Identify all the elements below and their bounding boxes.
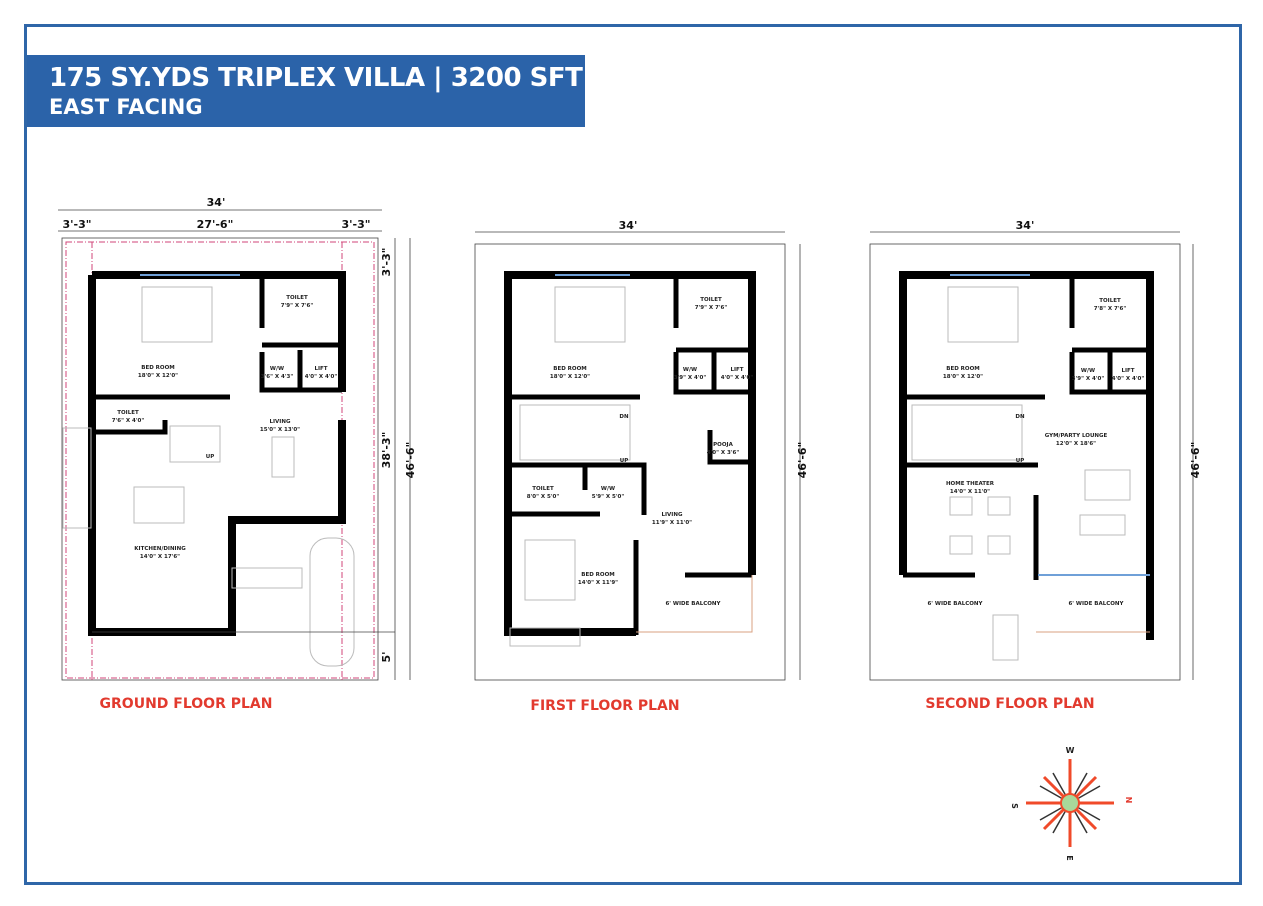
room-size: 8'0" X 5'0" [527, 494, 560, 500]
room-size: 7'8" X 7'6" [1094, 306, 1127, 312]
room-label: TOILET [532, 486, 554, 492]
room-label: UP [1016, 458, 1025, 464]
room-size: 4'0" X 3'6" [707, 450, 740, 456]
room-label: KITCHEN/DINING [134, 546, 186, 552]
room-size: 4'0" X 4'0" [721, 375, 754, 381]
room-label: BED ROOM [141, 365, 175, 371]
room-label: N [1124, 797, 1133, 804]
room-size: 7'6" X 4'0" [112, 418, 145, 424]
dim-left-setback: 3'-3" [63, 218, 92, 231]
room-label: 6' WIDE BALCONY [665, 601, 721, 607]
page-title: 175 SY.YDS TRIPLEX VILLA | 3200 SFT [49, 63, 583, 93]
dim-right-setback: 3'-3" [342, 218, 371, 231]
room-size: 12'0" X 18'6" [1056, 441, 1096, 447]
room-label: UP [620, 458, 629, 464]
room-size: 11'9" X 11'0" [652, 520, 692, 526]
room-label: 34' [1016, 219, 1035, 232]
room-label: E [1065, 855, 1074, 860]
room-label: LIVING [270, 419, 291, 425]
setback-line [65, 241, 375, 679]
room-size: 18'0" X 12'0" [550, 374, 590, 380]
second-floor-title: SECOND FLOOR PLAN [925, 696, 1094, 712]
room-size: 3'9" X 4'0" [1072, 376, 1105, 382]
room-label: 46'-6" [796, 442, 809, 479]
dim-width: 34' [207, 196, 226, 209]
room-size: 4'0" X 4'0" [1112, 376, 1145, 382]
room-label: 46'-6" [1189, 442, 1202, 479]
room-size: 7'9" X 7'6" [281, 303, 314, 309]
room-label: W [1066, 746, 1075, 755]
room-label: TOILET [117, 410, 139, 416]
room-label: LIFT [314, 366, 327, 372]
room-label: LIFT [730, 367, 743, 373]
room-label: LIFT [1121, 368, 1134, 374]
room-size: 5'9" X 5'0" [592, 494, 625, 500]
room-label: TOILET [286, 295, 308, 301]
page-border [24, 24, 1242, 885]
room-size: 18'0" X 12'0" [138, 373, 178, 379]
ground-floor-plan: 34' 3'-3" 27'-6" 3'-3" 3'-3" 38'-3" 5' 4… [58, 196, 417, 712]
room-label: UP [206, 454, 215, 460]
room-label: HOME THEATER [946, 481, 995, 487]
first-floor-title: FIRST FLOOR PLAN [530, 698, 679, 714]
room-size: 14'0" X 17'6" [140, 554, 180, 560]
room-label: POOJA [713, 442, 733, 448]
room-size: 15'0" X 13'0" [260, 427, 300, 433]
first-floor-plan: 34' 46'-6" TOILET 7'9" X 7'6" BED ROOM 18'… [474, 219, 809, 714]
car-icon [309, 537, 355, 667]
room-size: 3'9" X 4'0" [674, 375, 707, 381]
room-label: DN [1015, 414, 1025, 420]
title-banner: 175 SY.YDS TRIPLEX VILLA | 3200 SFT EAST… [27, 55, 585, 127]
room-size: 18'0" X 12'0" [943, 374, 983, 380]
page-subtitle: EAST FACING [49, 95, 203, 119]
dim-front: 5' [380, 651, 393, 662]
dim-inner: 27'-6" [197, 218, 234, 231]
room-label: W/W [601, 486, 615, 492]
room-label: W/W [683, 367, 697, 373]
room-label: BED ROOM [553, 366, 587, 372]
compass-rose-icon: W S N E [1010, 746, 1133, 861]
room-label: GYM/PARTY LOUNGE [1045, 433, 1108, 439]
plot-boundary [61, 237, 379, 681]
dim-depth: 38'-3" [380, 432, 393, 469]
second-floor-plan: 34' 46'-6" TOILET 7'8" X 7'6" BED ROOM 18'… [869, 219, 1202, 712]
dim-top-setback: 3'-3" [380, 248, 393, 277]
room-label: 6' WIDE BALCONY [927, 601, 983, 607]
room-size: 14'0" X 11'9" [578, 580, 618, 586]
room-size: 7'9" X 7'6" [695, 305, 728, 311]
room-label: TOILET [700, 297, 722, 303]
room-label: BED ROOM [581, 572, 615, 578]
room-label: LIVING [662, 512, 683, 518]
room-label: BED ROOM [946, 366, 980, 372]
room-label: DN [619, 414, 629, 420]
room-size: 3'6" X 4'3" [261, 374, 294, 380]
room-label: S [1010, 803, 1019, 809]
ground-floor-title: GROUND FLOOR PLAN [100, 696, 273, 712]
room-label: 34' [619, 219, 638, 232]
dim-total: 46'-6" [404, 442, 417, 479]
room-label: W/W [1081, 368, 1095, 374]
room-label: TOILET [1099, 298, 1121, 304]
room-size: 14'0" X 11'0" [950, 489, 990, 495]
room-label: W/W [270, 366, 284, 372]
room-size: 4'0" X 4'0" [305, 374, 338, 380]
room-label: 6' WIDE BALCONY [1068, 601, 1124, 607]
